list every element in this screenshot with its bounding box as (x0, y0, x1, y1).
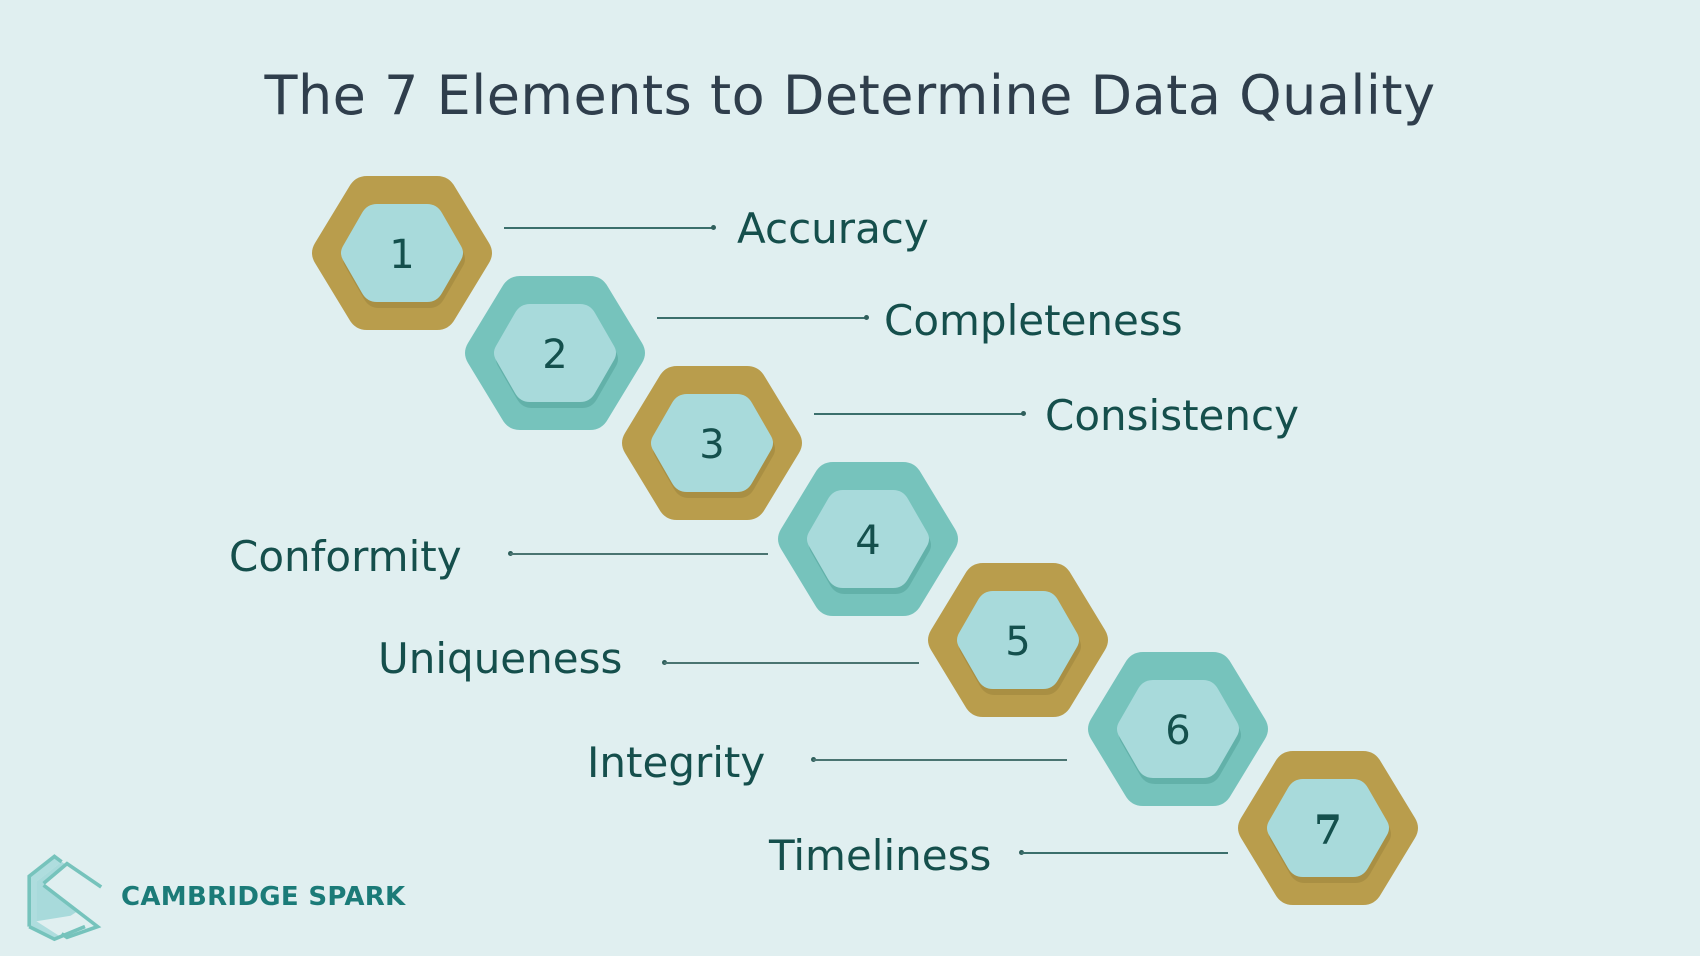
hexagon-s-logo-icon (27, 854, 103, 942)
hexagon-4: 4 (775, 456, 961, 622)
hexagon-number: 6 (1165, 708, 1191, 754)
connector-line-5 (664, 662, 919, 664)
connector-line-4 (510, 553, 768, 555)
element-label-timeliness: Timeliness (769, 831, 992, 880)
hexagon-number: 7 (1314, 806, 1342, 854)
brand-name: CAMBRIDGE SPARK (121, 882, 406, 912)
hexagon-7: 7 (1235, 745, 1421, 911)
hexagon-5: 5 (925, 557, 1111, 723)
hexagon-number: 3 (699, 422, 725, 468)
hexagon-gold-icon (622, 366, 802, 520)
connector-line-2 (657, 317, 866, 319)
hexagon-6: 6 (1085, 646, 1271, 812)
element-label-completeness: Completeness (884, 296, 1183, 345)
hexagon-number: 4 (855, 518, 881, 564)
hexagon-number: 1 (389, 232, 415, 278)
hexagon-1: 1 (309, 170, 495, 336)
connector-dot-3 (1021, 411, 1026, 416)
connector-dot-1 (711, 225, 716, 230)
connector-line-3 (814, 413, 1024, 415)
hexagon-gold-icon (312, 176, 492, 330)
hexagon-number: 5 (1005, 619, 1031, 665)
hexagon-number: 2 (542, 332, 568, 378)
connector-line-1 (504, 227, 713, 229)
element-label-consistency: Consistency (1045, 391, 1299, 440)
hexagon-2: 2 (462, 270, 648, 436)
hexagon-teal-icon (465, 276, 645, 430)
connector-line-7 (1021, 852, 1228, 854)
connector-line-6 (813, 759, 1067, 761)
hexagon-teal-icon (778, 462, 958, 616)
element-label-accuracy: Accuracy (737, 204, 929, 253)
page-title: The 7 Elements to Determine Data Quality (264, 64, 1436, 127)
hexagon-teal-icon (1088, 652, 1268, 806)
hexagon-3: 3 (619, 360, 805, 526)
element-label-integrity: Integrity (587, 738, 766, 787)
hexagon-gold-icon (928, 563, 1108, 717)
connector-dot-2 (864, 315, 869, 320)
element-label-uniqueness: Uniqueness (378, 634, 623, 683)
hexagon-gold-icon (1238, 751, 1418, 905)
element-label-conformity: Conformity (229, 532, 462, 581)
